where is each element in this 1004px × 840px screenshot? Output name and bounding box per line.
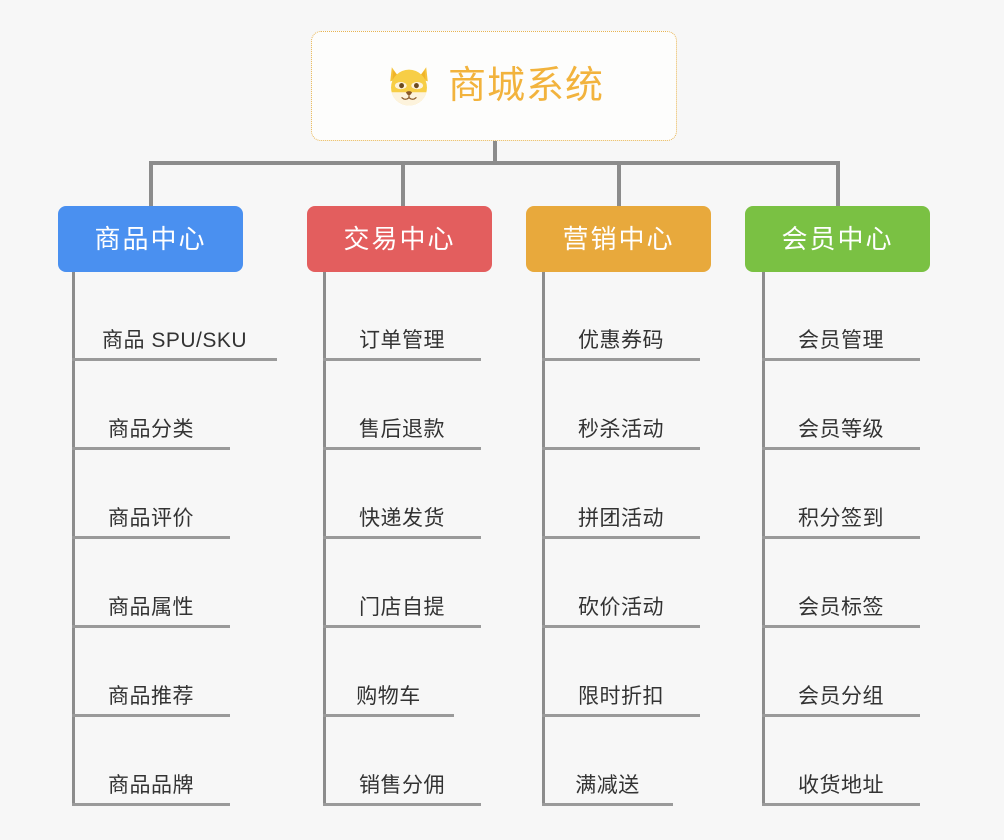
leaf-item-4-5[interactable]: 会员分组 <box>762 628 920 717</box>
leaf-label-1-1: 商品 SPU/SKU <box>101 328 248 352</box>
leaf-item-1-1[interactable]: 商品 SPU/SKU <box>72 272 277 361</box>
leaf-spine-2 <box>323 272 326 806</box>
leaf-label-3-4: 砍价活动 <box>578 595 664 619</box>
leaf-label-2-3: 快递发货 <box>359 506 445 530</box>
leaf-label-3-5: 限时折扣 <box>578 684 664 708</box>
leaf-item-2-3[interactable]: 快递发货 <box>323 450 481 539</box>
leaf-item-2-2[interactable]: 售后退款 <box>323 361 481 450</box>
branch-box-1[interactable]: 商品中心 <box>58 206 243 272</box>
leaf-item-4-4[interactable]: 会员标签 <box>762 539 920 628</box>
leaf-item-3-3[interactable]: 拼团活动 <box>542 450 700 539</box>
connector-root-stem <box>493 141 497 163</box>
leaf-item-2-1[interactable]: 订单管理 <box>323 272 481 361</box>
branch-box-3[interactable]: 营销中心 <box>526 206 711 272</box>
leaf-label-3-3: 拼团活动 <box>578 506 664 530</box>
leaf-label-4-6: 收货地址 <box>798 773 884 797</box>
branch-label-3: 营销中心 <box>562 224 675 254</box>
shiba-dog-icon <box>390 67 428 106</box>
leaf-label-1-6: 商品品牌 <box>108 773 194 797</box>
connector-drop-branch-2 <box>401 161 405 206</box>
leaf-label-2-1: 订单管理 <box>359 328 445 352</box>
leaf-item-2-5[interactable]: 购物车 <box>323 628 454 717</box>
leaf-label-4-2: 会员等级 <box>798 417 884 441</box>
leaf-item-2-6[interactable]: 销售分佣 <box>323 717 481 806</box>
leaf-item-3-2[interactable]: 秒杀活动 <box>542 361 700 450</box>
leaf-label-2-4: 门店自提 <box>359 595 445 619</box>
leaf-label-1-5: 商品推荐 <box>108 684 194 708</box>
leaf-spine-4 <box>762 272 765 806</box>
leaf-item-2-4[interactable]: 门店自提 <box>323 539 481 628</box>
leaf-label-3-6: 满减送 <box>575 773 640 797</box>
leaf-item-3-5[interactable]: 限时折扣 <box>542 628 700 717</box>
root-node-商城系统[interactable]: 商城系统 <box>311 31 677 141</box>
leaf-label-2-2: 售后退款 <box>359 417 445 441</box>
root-node-label: 商城系统 <box>447 65 604 107</box>
leaf-label-4-4: 会员标签 <box>798 595 884 619</box>
branch-box-4[interactable]: 会员中心 <box>745 206 930 272</box>
leaf-item-3-6[interactable]: 满减送 <box>542 717 673 806</box>
branch-label-2: 交易中心 <box>343 224 456 254</box>
leaf-item-4-3[interactable]: 积分签到 <box>762 450 920 539</box>
connector-drop-branch-1 <box>149 161 153 206</box>
connector-drop-branch-3 <box>617 161 621 206</box>
leaf-item-4-1[interactable]: 会员管理 <box>762 272 920 361</box>
leaf-item-1-3[interactable]: 商品评价 <box>72 450 230 539</box>
leaf-spine-1 <box>72 272 75 806</box>
leaf-label-3-2: 秒杀活动 <box>578 417 664 441</box>
leaf-spine-3 <box>542 272 545 806</box>
leaf-item-3-1[interactable]: 优惠券码 <box>542 272 700 361</box>
leaf-item-1-4[interactable]: 商品属性 <box>72 539 230 628</box>
connector-drop-branch-4 <box>836 161 840 206</box>
leaf-label-1-2: 商品分类 <box>108 417 194 441</box>
leaf-label-1-4: 商品属性 <box>108 595 194 619</box>
leaf-item-3-4[interactable]: 砍价活动 <box>542 539 700 628</box>
leaf-item-1-2[interactable]: 商品分类 <box>72 361 230 450</box>
connector-horizontal-bus <box>149 161 840 165</box>
leaf-label-4-5: 会员分组 <box>798 684 884 708</box>
leaf-item-4-6[interactable]: 收货地址 <box>762 717 920 806</box>
leaf-item-1-5[interactable]: 商品推荐 <box>72 628 230 717</box>
branch-label-1: 商品中心 <box>94 224 207 254</box>
leaf-label-2-5: 购物车 <box>356 684 421 708</box>
leaf-label-4-1: 会员管理 <box>798 328 884 352</box>
leaf-label-1-3: 商品评价 <box>108 506 194 530</box>
leaf-item-4-2[interactable]: 会员等级 <box>762 361 920 450</box>
leaf-label-3-1: 优惠券码 <box>578 328 664 352</box>
leaf-label-2-6: 销售分佣 <box>359 773 445 797</box>
leaf-item-1-6[interactable]: 商品品牌 <box>72 717 230 806</box>
branch-label-4: 会员中心 <box>781 224 894 254</box>
branch-box-2[interactable]: 交易中心 <box>307 206 492 272</box>
leaf-label-4-3: 积分签到 <box>798 506 884 530</box>
